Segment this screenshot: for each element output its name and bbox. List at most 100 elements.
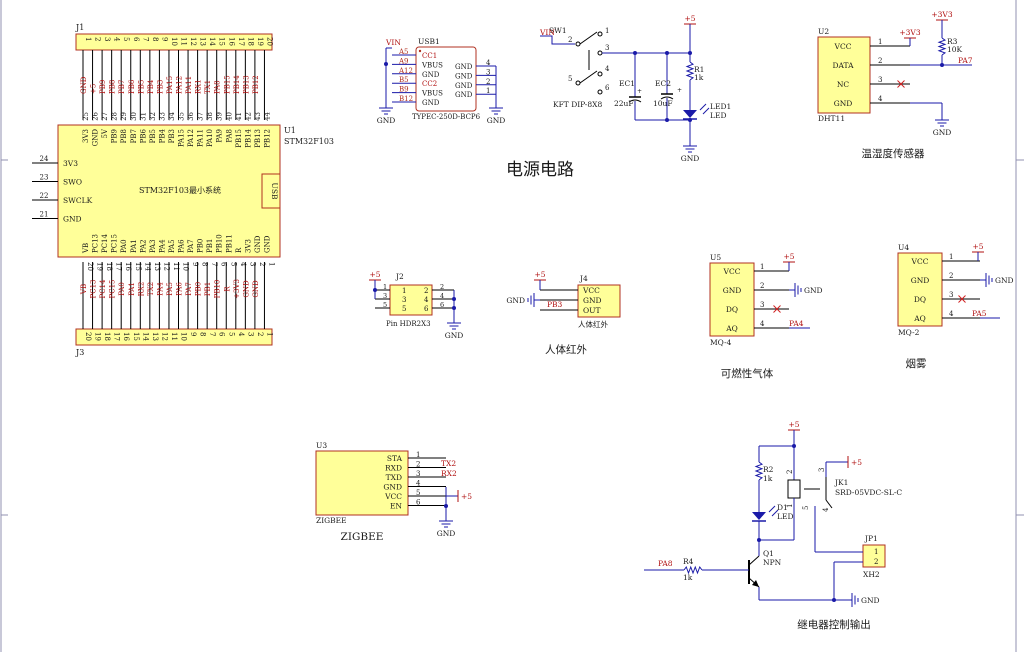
u1-top-pin-name: PB12 [263,129,271,148]
u1-bottom-pin-number: 5 [229,262,237,266]
u1-bottom-pin-name: PA1 [130,239,138,253]
u1-bottom-pin-name: 3V3 [244,239,252,253]
j4-pin-name: GND [583,296,602,305]
power-label: +3V3 [899,28,920,37]
u1-bottom-pin-number: 3 [248,262,256,266]
dht-pin-number: 1 [878,38,882,46]
j4-title: 人体红外 [545,343,587,356]
u1-bottom-pin-number: 18 [105,262,113,271]
u1-bottom-pin-number: 20 [86,262,94,271]
mq4-pin-number: 2 [760,282,764,290]
j1-net-label: +5 [90,84,98,94]
jk1-part: SRD-05VDC-SL-C [835,488,902,497]
u1-top-pin-name: PA11 [197,129,205,147]
j3-net-label: PB1 [204,282,212,296]
usb1-left-pin-name: CC1 [422,52,437,60]
u1-top-pin-number: 44 [263,111,271,120]
j1-net-label: RX1 [195,79,203,94]
q1-ref: Q1 [763,549,774,558]
j2-pin-number: 6 [424,305,429,313]
j1-net-label: PA8 [214,80,222,94]
zigbee-part: ZIGBEE [316,516,347,525]
mq4-pin-name: VCC [723,267,741,276]
zigbee-pin-name: STA [387,454,403,463]
junction-dot [452,297,456,301]
j1-pin-number: 1 [84,37,92,41]
dht-data-net: PA7 [958,56,973,65]
ec2-plus: + [677,87,682,94]
usb1-right-pin-name: GND [455,82,473,90]
j1-pin-number: 8 [151,37,159,41]
u1-top-pin-number: 38 [206,112,214,121]
u1-bottom-pin-number: 12 [162,262,170,271]
gnd-label: GND [933,128,952,137]
j1-net-label: PB4 [147,79,155,94]
u1-top-pin-number: 27 [101,112,109,121]
dht-pin-name: GND [834,99,853,108]
usb1-right-pin-number: 3 [486,68,490,76]
junction-dot [688,118,692,122]
r2-value: 1k [763,474,773,483]
mq2-pin-number: 2 [949,272,953,280]
switch-contact [597,89,603,95]
j4-pin-name: VCC [582,286,600,295]
jp1-body [862,544,886,568]
j1-net-label: PA11 [185,76,193,94]
j3-net-label: PB0 [195,282,203,296]
gnd-label: GND [804,286,823,295]
j4-part: 人体红外 [578,319,608,329]
j4-pin-name: OUT [583,306,600,315]
j2-body [389,284,433,316]
ec2-value: 10uF [653,99,673,108]
usb1-pin1-dot [418,49,422,53]
j3-ref: J3 [75,348,84,357]
usb1-right-pin-name: GND [455,63,473,71]
zigbee-tx-net: TX2 [441,459,456,468]
u1-bottom-pin-number: 7 [210,262,218,266]
junction-dot [373,288,377,292]
j1-pin-number: 15 [218,37,226,46]
dht-title: 温湿度传感器 [862,147,925,160]
u1-top-pin-number: 30 [130,112,138,121]
u1-top-pin-name: PB3 [168,129,176,143]
junction-dot [384,62,388,66]
u1-body [57,124,281,258]
zigbee-pin-name: EN [390,502,402,511]
mq4-part: MQ-4 [710,338,732,347]
mq2-ref: U4 [898,243,909,252]
u1-bottom-pin-name: PC13 [92,234,100,253]
dht-pin-number: 4 [878,95,883,103]
j1-pin-number: 11 [180,37,188,46]
zigbee-title: ZIGBEE [341,531,384,543]
zigbee-body [315,450,409,516]
j1-net-label: PB15 [223,75,231,94]
usb-tab-label: USB [270,183,279,200]
dht-pin-number: 3 [878,76,882,84]
j1-pin-number: 16 [227,37,235,46]
mq4-pin-name: DQ [726,305,738,314]
usb1-left-pin-name: GND [422,71,440,79]
mq4-aq-net: PA4 [789,319,804,328]
j1-net-label: PB12 [252,75,260,94]
q1-value: NPN [763,558,782,567]
dht-pin-name: DATA [832,61,854,70]
zigbee-pin-number: 4 [416,480,421,488]
u1-top-pin-name: PB7 [130,129,138,143]
j2-pin-outer-number: 3 [383,292,387,300]
usb1-right-pin-name: GND [455,72,473,80]
j3-net-label: PC15 [109,280,117,299]
usb1-left-pin-number: B12 [399,95,413,103]
zigbee-pin-name: GND [383,483,402,492]
